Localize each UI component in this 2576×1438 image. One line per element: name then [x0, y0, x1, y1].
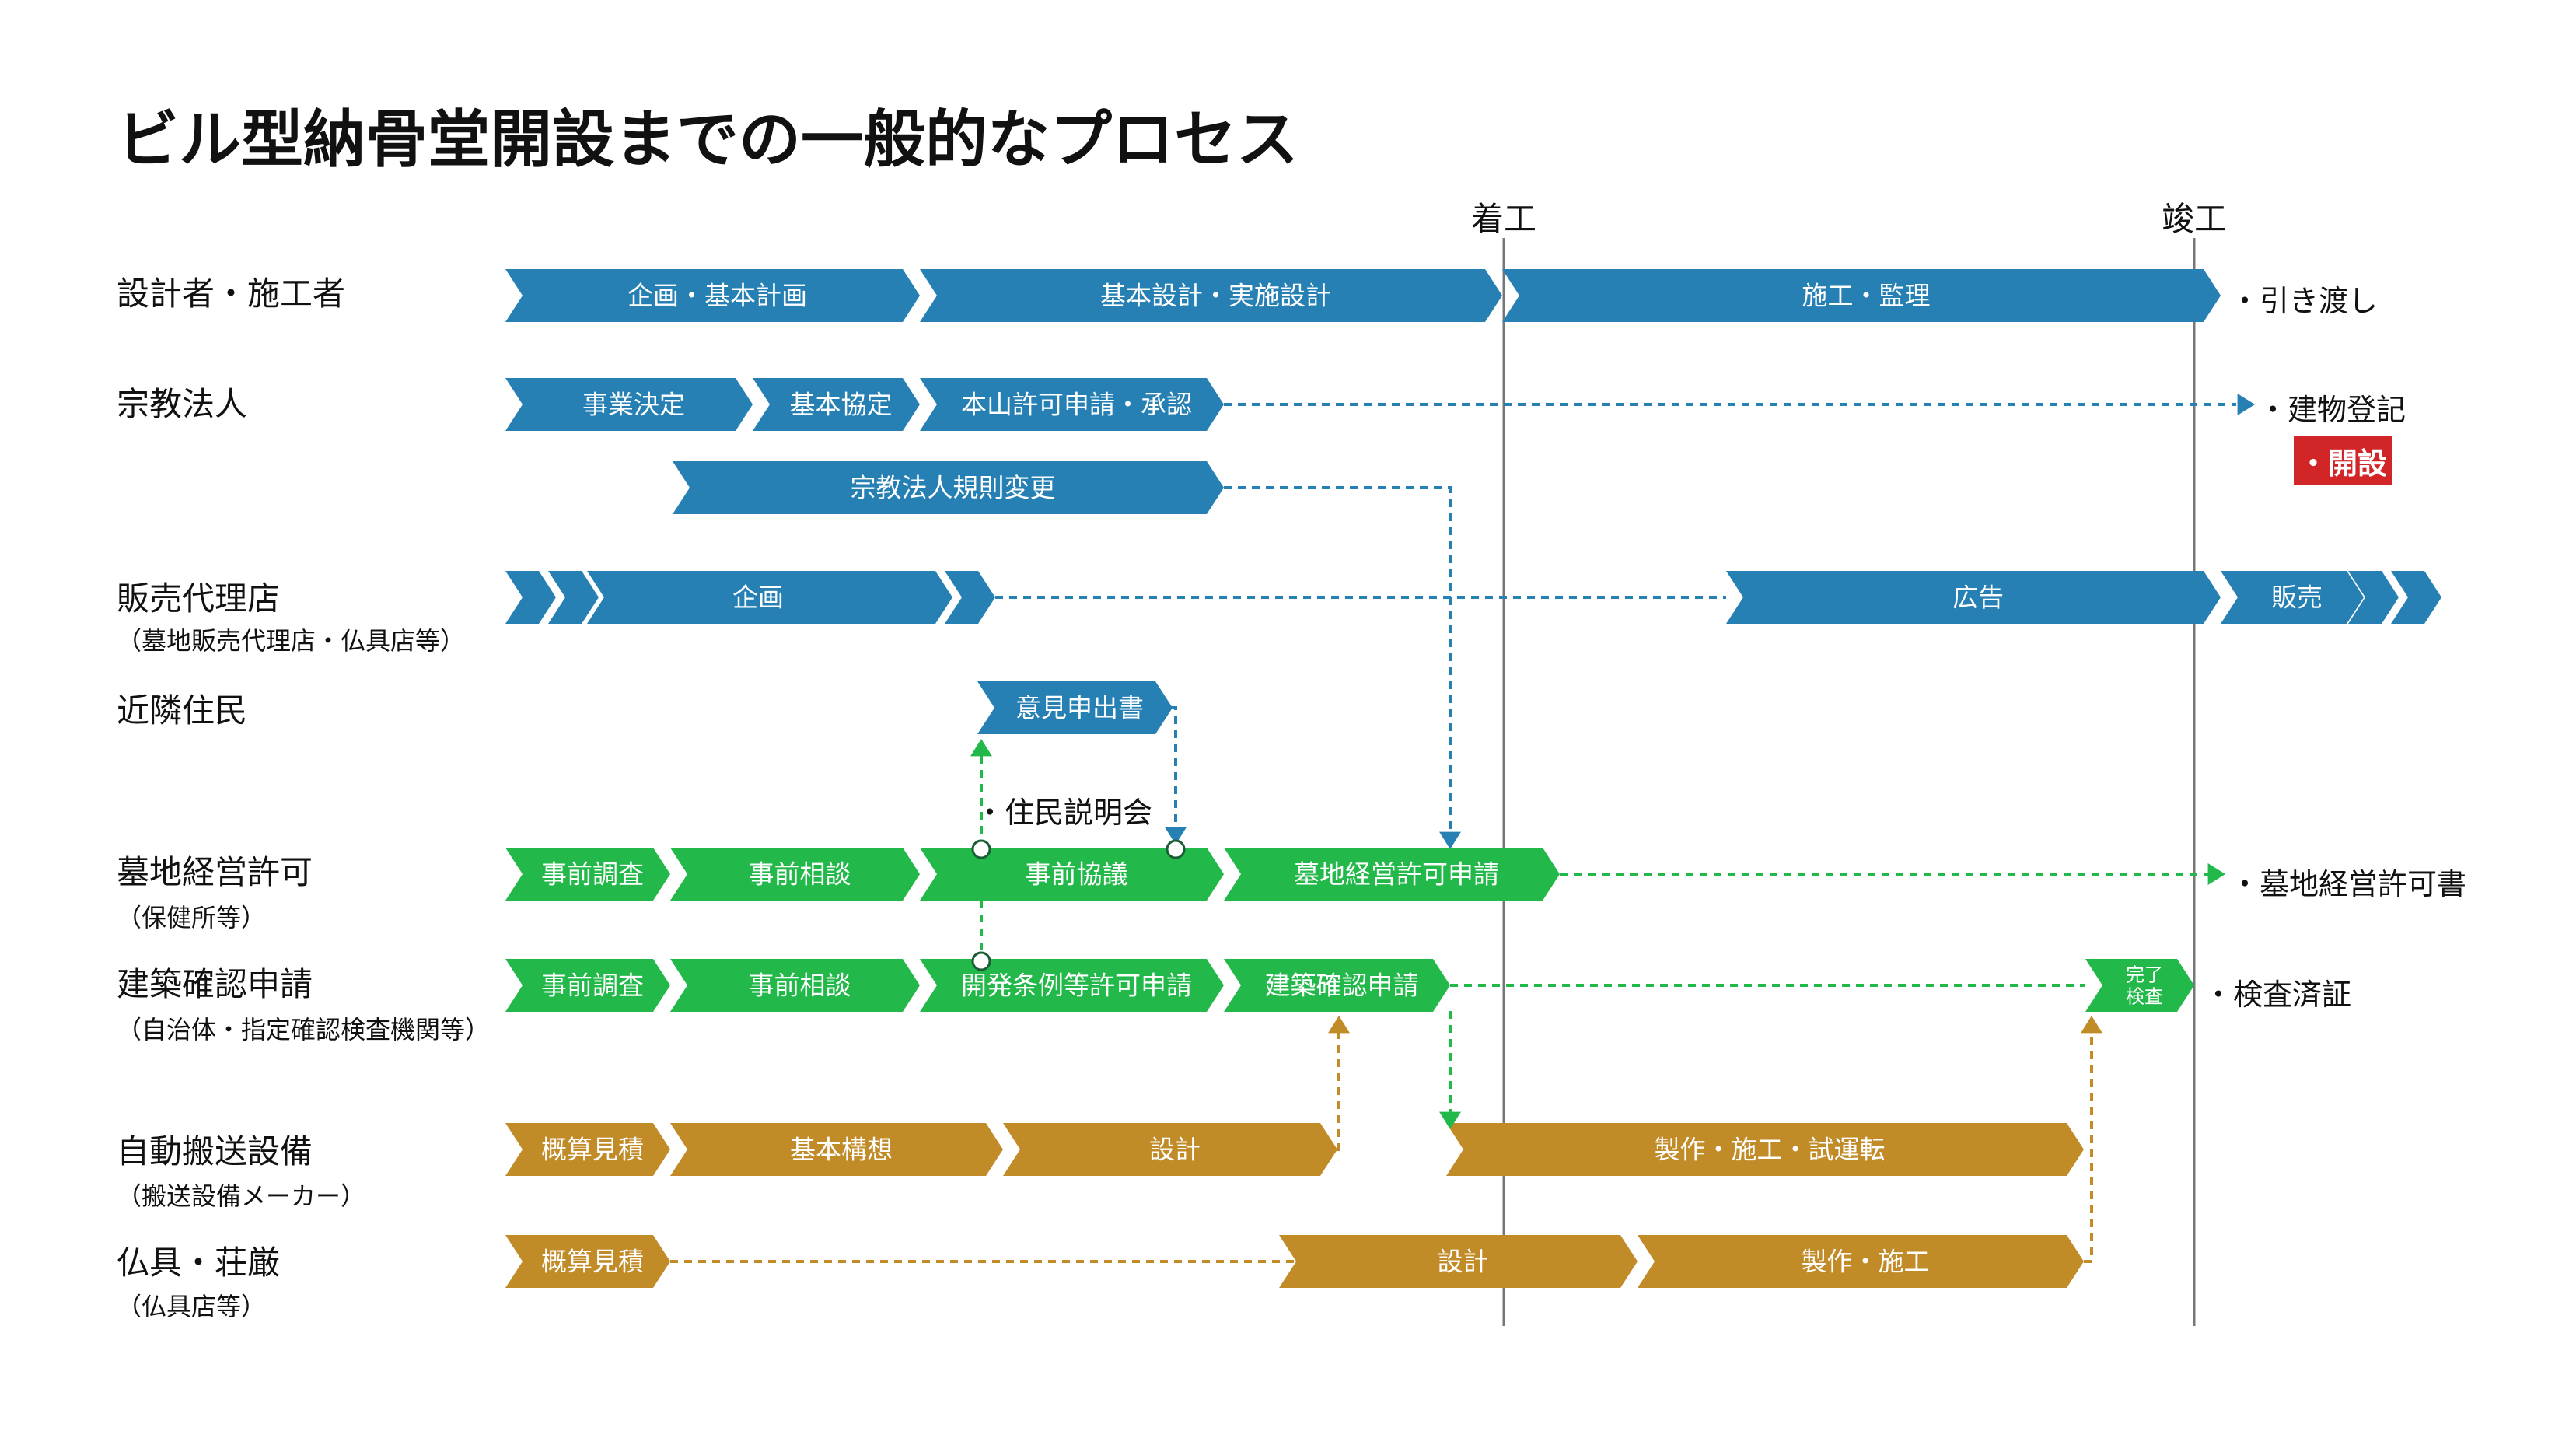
outcome-resident-briefing: ・住民説明会	[975, 796, 1153, 830]
process-step-label-4: 基本協定	[790, 390, 893, 420]
process-step-label-13: 事前協議	[1026, 859, 1128, 890]
process-step-19	[2085, 959, 2194, 1012]
row-sub-cemetery-permit: （保健所等）	[117, 903, 267, 932]
row-label-religious-corp: 宗教法人	[117, 385, 248, 423]
process-step-label-11: 事前調査	[541, 859, 644, 890]
row-sub-altar-fittings: （仏具店等）	[117, 1292, 267, 1321]
process-step-23	[1446, 1123, 2084, 1176]
row-sub-building-confirmation: （自治体・指定確認検査機関等）	[117, 1015, 491, 1044]
process-step-0	[505, 269, 920, 322]
row-label-altar-fittings: 仏具・荘厳	[117, 1244, 281, 1282]
junction-node-0	[971, 839, 991, 859]
process-step-label-10: 意見申出書	[1015, 693, 1144, 723]
outcome-inspection-certificate: ・検査済証	[2204, 978, 2352, 1012]
process-step-label-25: 設計	[1438, 1247, 1489, 1277]
process-step-2	[1502, 269, 2221, 322]
process-step-label-18: 建築確認申請	[1265, 971, 1419, 1001]
arrowhead-registration	[2237, 394, 2255, 415]
milestone-start-label: 着工	[1470, 200, 1537, 238]
process-step-label-26: 製作・施工	[1802, 1247, 1930, 1277]
process-step-label-12: 事前相談	[749, 859, 851, 890]
outcome-handover: ・引き渡し	[2230, 284, 2379, 318]
sales-prefix-chevron-2	[902, 571, 952, 624]
row-label-sales-agent: 販売代理店	[117, 579, 281, 618]
row-label-auto-conveyor: 自動搬送設備	[117, 1132, 313, 1170]
process-step-24	[505, 1235, 670, 1288]
process-step-label-15: 事前調査	[541, 971, 644, 1001]
outcome-opening-badge: ・開設	[2294, 436, 2392, 485]
process-step-25	[1279, 1235, 1638, 1288]
process-step-5	[920, 378, 1224, 431]
sales-suffix-chevron-0	[2348, 571, 2399, 624]
row-label-cemetery-permit: 墓地経営許可	[117, 853, 313, 891]
process-step-label-2: 施工・監理	[1802, 281, 1931, 311]
process-step-label-1: 基本設計・実施設計	[1100, 281, 1331, 311]
process-step-22	[1003, 1123, 1337, 1176]
process-step-12	[670, 848, 920, 901]
junction-node-1	[1166, 839, 1186, 859]
sales-suffix-chevron-1	[2391, 571, 2441, 624]
process-step-label-3: 事業決定	[582, 390, 685, 420]
process-step-11	[505, 848, 670, 901]
process-step-14	[1224, 848, 1560, 901]
sales-prefix-chevron-0	[505, 571, 556, 624]
process-step-17	[920, 959, 1224, 1012]
process-step-label-14: 墓地経営許可申請	[1294, 859, 1499, 890]
connector-fabrication-to-inspection	[2084, 1031, 2093, 1263]
row-label-designer-builder: 設計者・施工者	[117, 275, 346, 313]
process-step-15	[505, 959, 670, 1012]
process-step-7	[587, 571, 920, 624]
arrowhead-confirmation	[1328, 1016, 1350, 1034]
arrowhead-fabrication	[1439, 1111, 1461, 1129]
process-step-label-8: 広告	[1952, 583, 2004, 613]
row-label-neighbors: 近隣住民	[117, 691, 248, 729]
connector-opinion-to-consult	[1170, 706, 1177, 832]
arrowhead-certificate	[2207, 863, 2225, 885]
process-step-1	[920, 269, 1502, 322]
row-label-building-confirmation: 建築確認申請	[117, 965, 313, 1003]
process-step-label-7: 企画	[732, 583, 784, 613]
process-step-16	[670, 959, 920, 1012]
arrowhead-consult	[1165, 827, 1187, 845]
process-step-4	[753, 378, 920, 431]
page-title: ビル型納骨堂開設までの一般的なプロセス	[117, 103, 1298, 176]
arrowhead-inspection	[2081, 1016, 2102, 1034]
process-step-label-17: 開発条例等許可申請	[961, 971, 1192, 1001]
process-step-18	[1224, 959, 1450, 1012]
process-step-label-5: 本山許可申請・承認	[961, 390, 1192, 420]
process-step-6	[673, 461, 1224, 514]
connector-bylaw-to-permit	[1224, 486, 1452, 834]
process-step-21	[670, 1123, 1003, 1176]
process-step-label-23: 製作・施工・試運転	[1655, 1135, 1886, 1165]
process-step-label-22: 設計	[1149, 1135, 1201, 1165]
row-sub-sales-agent: （墓地販売代理店・仏具店等）	[117, 626, 466, 656]
process-step-label-16: 事前相談	[749, 971, 851, 1001]
process-step-20	[505, 1123, 670, 1176]
process-step-9	[2221, 571, 2364, 624]
arrowhead-permit-application	[1439, 831, 1461, 849]
process-step-label-9: 販売	[2271, 583, 2323, 613]
process-step-label-24: 概算見積	[541, 1247, 644, 1277]
process-step-26	[1638, 1235, 2084, 1288]
process-step-13	[920, 848, 1224, 901]
process-step-label-19: 検査	[2126, 985, 2163, 1007]
process-step-label-0: 企画・基本計画	[627, 281, 807, 311]
milestone-end-label: 竣工	[2161, 200, 2228, 238]
sales-prefix-chevron-3	[945, 571, 995, 624]
process-step-label-20: 概算見積	[541, 1135, 644, 1165]
process-step-label-19: 完了	[2126, 964, 2163, 985]
process-step-label-21: 基本構想	[790, 1135, 893, 1165]
outcome-cemetery-permit: ・墓地経営許可書	[2230, 867, 2467, 901]
process-step-10	[977, 681, 1173, 734]
connector-design-to-confirmation	[1337, 1031, 1340, 1151]
process-step-label-6: 宗教法人規則変更	[851, 473, 1056, 503]
row-sub-auto-conveyor: （搬送設備メーカー）	[117, 1181, 366, 1211]
process-step-3	[505, 378, 753, 431]
outcome-registration: ・建物登記	[2258, 393, 2406, 427]
sales-prefix-chevron-1	[548, 571, 599, 624]
arrowhead-opinion	[970, 739, 992, 757]
junction-node-2	[971, 951, 991, 971]
process-step-8	[1726, 571, 2221, 624]
